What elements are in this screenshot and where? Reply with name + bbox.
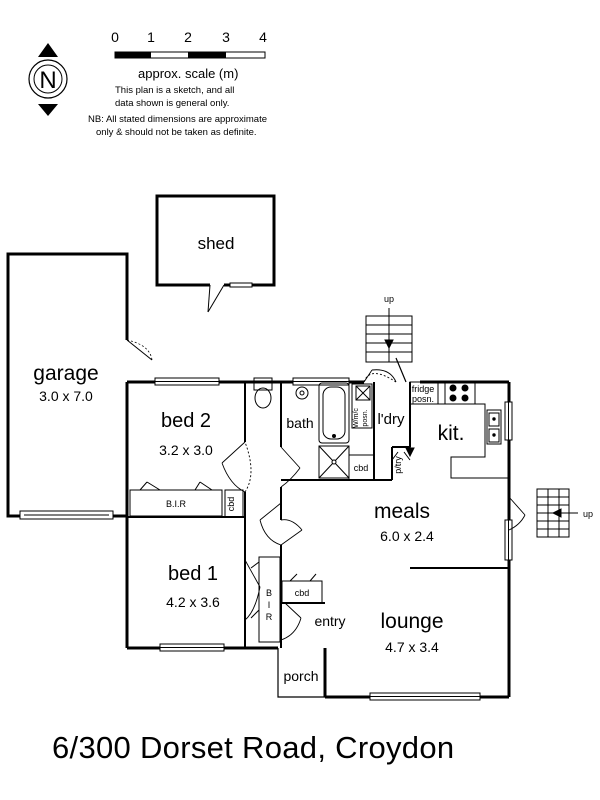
entry-door — [280, 602, 302, 641]
shed-door — [207, 284, 211, 313]
sketch-note-line-1: This plan is a sketch, and all — [115, 85, 234, 96]
bir-top-label: B.I.R — [166, 499, 187, 509]
laundry-label: l'dry — [377, 411, 405, 428]
bath-cbd-label: cbd — [354, 463, 369, 473]
up-arrow-right-icon — [551, 508, 562, 518]
scale-tick-4: 4 — [259, 29, 267, 45]
bath-door — [280, 446, 301, 488]
scale-tick-0: 0 — [111, 29, 119, 45]
side-door — [508, 496, 526, 531]
toilet-cistern-icon — [253, 377, 273, 391]
bed2-door — [221, 441, 246, 493]
north-compass: N — [28, 43, 68, 116]
sketch-note-line-2: data shown is general only. — [115, 98, 229, 109]
fridge-space — [409, 381, 439, 405]
fridge-label-1: fridge — [412, 384, 435, 394]
up-arrow-top-icon — [384, 339, 394, 350]
nb-note-line-1: NB: All stated dimensions are approximat… — [88, 114, 267, 125]
laundry-trough-icon — [355, 385, 371, 401]
scale-tick-3: 3 — [222, 29, 230, 45]
fridge-label-2: posn. — [412, 394, 434, 404]
cooktop-icon — [444, 381, 476, 405]
bath-label: bath — [286, 415, 313, 431]
scale-tick-2: 2 — [184, 29, 192, 45]
compass-ring-icon — [28, 59, 68, 99]
small-labels: B.I.R cbd cbd cbd p/try W/m/c posn. frid… — [166, 384, 434, 622]
scale-tick-1: 1 — [147, 29, 155, 45]
pantry-label: p/try — [393, 456, 403, 474]
bed2-cbd-label: cbd — [226, 497, 236, 512]
garage-label: garage — [33, 362, 98, 385]
rear-steps: up — [365, 294, 413, 383]
laundry-arrow-icon — [405, 447, 415, 458]
bir-top-cabinet — [129, 489, 223, 517]
scale-bar: 0 1 2 3 4 approx. scale (m) This plan is… — [88, 29, 267, 138]
nb-note-line-2: only & should not be taken as definite. — [96, 127, 257, 138]
kitchen-label: kit. — [438, 422, 465, 445]
compass-label: N — [39, 67, 56, 94]
wm-label-2: posn. — [362, 409, 369, 426]
room-labels: bed 2 3.2 x 3.0 bed 1 4.2 x 3.6 bath l'd… — [159, 410, 464, 655]
up-label-right: up — [583, 509, 593, 519]
garage-dims: 3.0 x 7.0 — [39, 388, 93, 404]
bath-fixtures — [253, 377, 375, 481]
shed-label: shed — [198, 234, 235, 253]
compass-arrow-top-icon — [38, 43, 58, 57]
meals-dims: 6.0 x 2.4 — [380, 528, 434, 544]
toilet-bowl-icon — [254, 387, 272, 409]
garage: garage 3.0 x 7.0 — [6, 252, 153, 520]
bed2-cbd — [224, 489, 244, 518]
shed: shed — [155, 194, 276, 313]
bed2-label: bed 2 — [161, 410, 211, 432]
entry-cbd — [281, 580, 323, 604]
cabinets — [129, 451, 411, 643]
bathtub-icon — [318, 382, 350, 444]
entry-cbd-label: cbd — [295, 588, 310, 598]
up-label-top: up — [384, 294, 394, 304]
porch-label: porch — [283, 668, 318, 684]
meals-label: meals — [374, 500, 430, 523]
bed1-dims: 4.2 x 3.6 — [166, 594, 220, 610]
entry-label: entry — [314, 613, 345, 629]
bir-side-label-b: B — [266, 588, 272, 598]
scale-caption: approx. scale (m) — [138, 66, 238, 81]
hall-door — [259, 502, 282, 546]
sink-icon — [486, 409, 502, 445]
lounge-dims: 4.7 x 3.4 — [385, 639, 439, 655]
shed-window — [229, 282, 253, 288]
porch: porch — [277, 648, 325, 698]
basin-icon — [295, 386, 309, 400]
bed1-label: bed 1 — [168, 563, 218, 585]
kitchen-fixtures — [405, 381, 509, 479]
bath-cupboard — [348, 454, 375, 481]
compass-arrow-bottom-icon — [38, 104, 58, 116]
windows — [154, 377, 513, 701]
bir-side-label-r: R — [266, 612, 273, 622]
side-steps: up — [536, 488, 593, 538]
wm-label-1: W/m/c — [353, 408, 360, 428]
rear-door — [363, 369, 397, 383]
lounge-label: lounge — [380, 610, 443, 633]
bed2-dims: 3.2 x 3.0 — [159, 442, 213, 458]
bir-side-cabinet — [258, 556, 281, 643]
bir-side-label-i: I — [268, 600, 271, 610]
property-address: 6/300 Dorset Road, Croydon — [52, 730, 455, 765]
